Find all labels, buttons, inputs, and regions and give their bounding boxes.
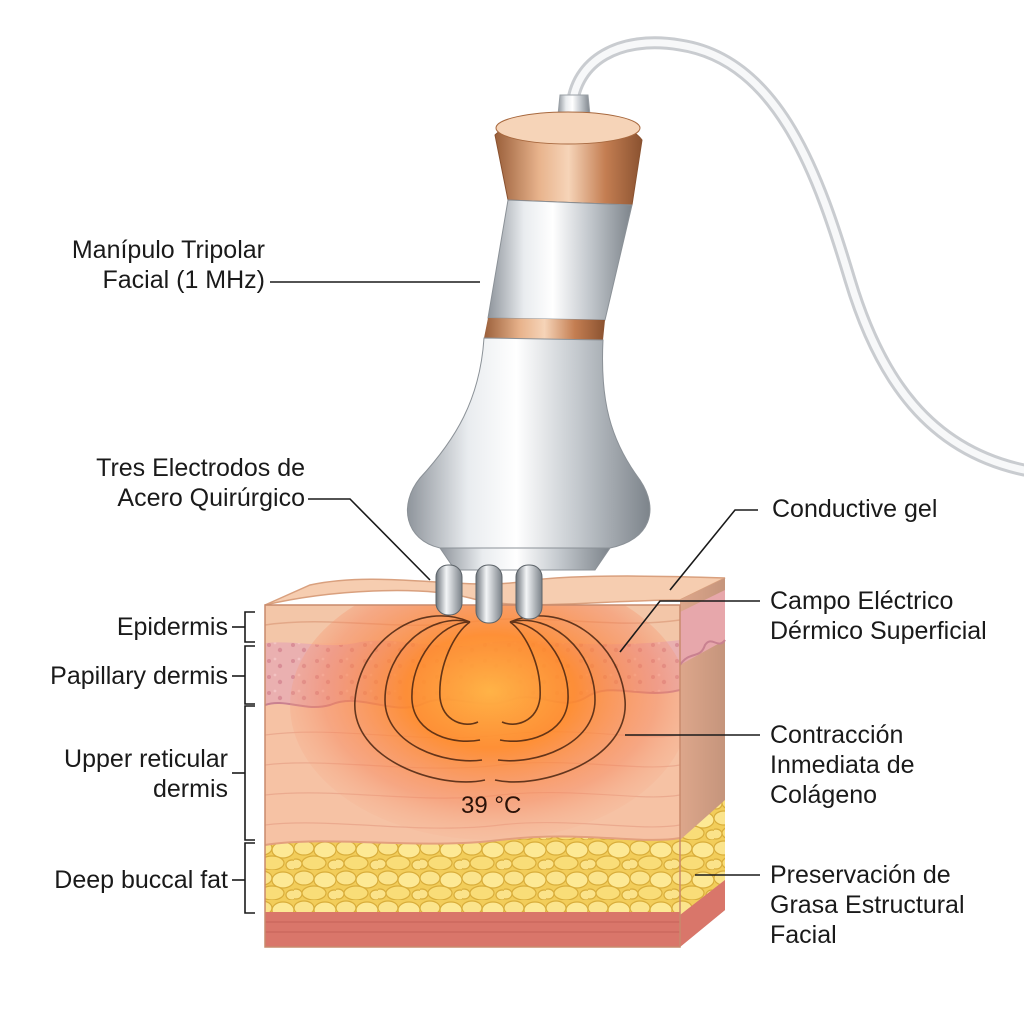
electrode-center — [475, 564, 503, 624]
fat-layer — [265, 836, 680, 915]
label-electrodes-line2: Acero Quirúrgico — [117, 484, 305, 512]
label-gel-text: Conductive gel — [772, 495, 938, 523]
label-fat-text: Deep buccal fat — [54, 866, 228, 894]
label-fatpres-line3: Facial — [770, 921, 837, 949]
label-fatpres-line2: Grasa Estructural — [770, 891, 965, 919]
label-electrodes: Tres Electrodos de Acero Quirúrgico — [60, 453, 305, 513]
label-fat-preservation: Preservación de Grasa Estructural Facial — [770, 860, 965, 950]
label-fat: Deep buccal fat — [20, 865, 228, 895]
skin-block — [264, 575, 726, 948]
muscle-layer — [265, 912, 680, 947]
electrode-left — [435, 564, 463, 616]
electrodes — [435, 564, 543, 624]
label-reticular-dermis: Upper reticular dermis — [20, 744, 228, 804]
label-electrodes-line1: Tres Electrodos de — [96, 454, 305, 482]
label-handpiece: Manípulo Tripolar Facial (1 MHz) — [60, 235, 265, 295]
label-collagen-line3: Colágeno — [770, 781, 878, 809]
label-collagen: Contracción Inmediata de Colágeno — [770, 720, 915, 810]
label-field-line2: Dérmico Superficial — [770, 617, 987, 645]
label-field-line1: Campo Eléctrico — [770, 587, 954, 615]
electric-field-lines — [354, 615, 626, 783]
label-papillary-text: Papillary dermis — [50, 662, 228, 690]
label-epidermis: Epidermis — [20, 612, 228, 642]
label-collagen-line1: Contracción — [770, 721, 904, 749]
heat-zone — [290, 605, 680, 840]
label-handpiece-line2: Facial (1 MHz) — [102, 266, 265, 294]
label-epidermis-text: Epidermis — [116, 613, 228, 641]
label-collagen-line2: Inmediata de — [770, 751, 915, 779]
label-reticular-line1: Upper reticular — [64, 745, 228, 773]
electrode-right — [515, 564, 543, 620]
label-papillary-dermis: Papillary dermis — [20, 661, 228, 691]
tripolar-handpiece — [406, 94, 651, 624]
copper-ring — [484, 318, 605, 340]
label-electric-field: Campo Eléctrico Dérmico Superficial — [770, 586, 987, 646]
power-cable — [565, 36, 1024, 477]
leader-lines — [232, 281, 760, 914]
label-handpiece-line1: Manípulo Tripolar — [71, 236, 265, 264]
temperature-label: 39 °C — [461, 792, 522, 819]
label-fatpres-line1: Preservación de — [770, 861, 951, 889]
label-reticular-line2: dermis — [152, 775, 228, 803]
label-gel: Conductive gel — [772, 494, 937, 524]
